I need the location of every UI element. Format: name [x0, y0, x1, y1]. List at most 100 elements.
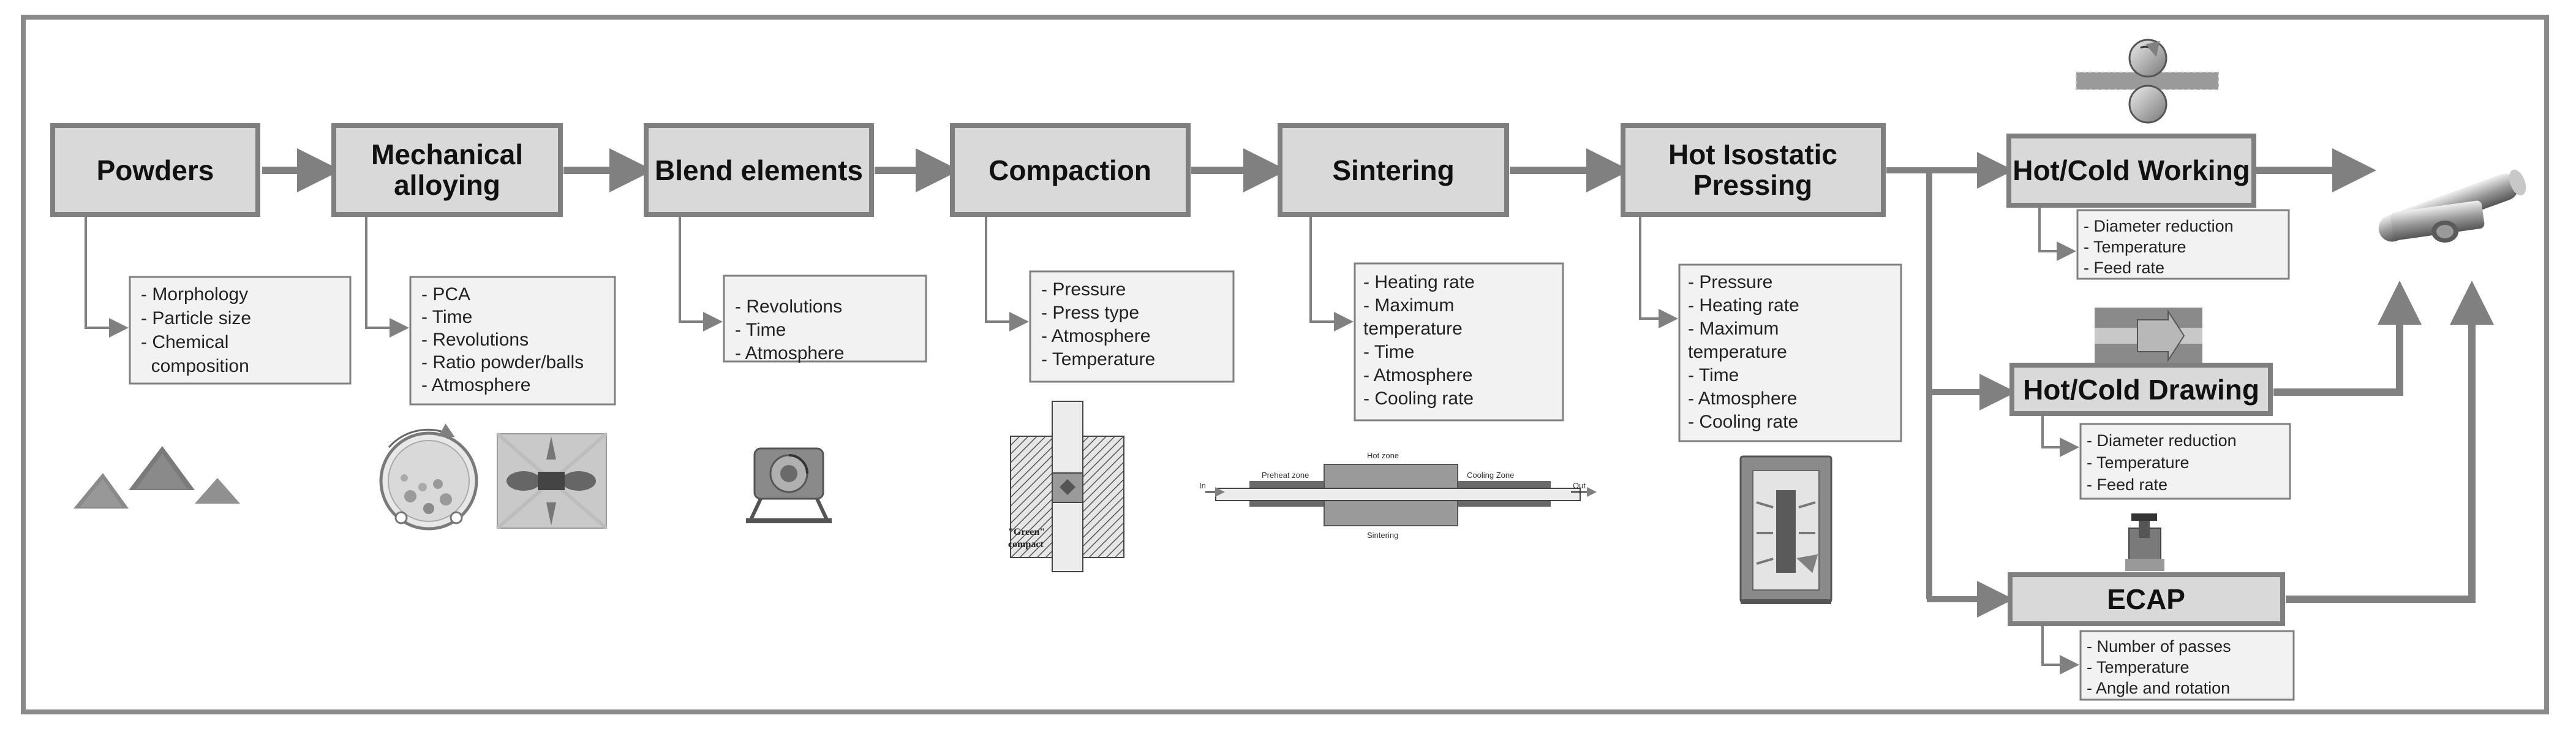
notes-mechanical-alloying-item: - Ratio powder/balls [421, 352, 584, 373]
notes-powders: - Morphology - Particle size - Chemical … [129, 276, 352, 385]
notes-blend-elements-item: - Revolutions [735, 297, 842, 317]
connector-sintering [1309, 214, 1354, 331]
green-compact-caption-2: compact [1008, 539, 1044, 550]
stage-mechanical-alloying-label-1: Mechanical [371, 138, 523, 170]
notes-powders-box [129, 276, 352, 385]
notes-hip-item: - Pressure [1688, 272, 1772, 292]
process-hot-cold-working-label: Hot/Cold Working [2013, 154, 2250, 186]
notes-hot-cold-drawing-box [2079, 423, 2291, 500]
furnace-in-label: In [1199, 481, 1206, 490]
process-ecap: ECAP [2008, 572, 2285, 626]
drawing-die-illustration [2095, 308, 2202, 363]
notes-blend-elements-item: - Atmosphere [735, 343, 844, 363]
notes-sintering-item: - Maximum [1363, 295, 1454, 316]
green-compact-caption-1: "Green" [1008, 527, 1045, 537]
notes-powders-item: - Morphology [141, 284, 248, 305]
note-connectors [85, 205, 2079, 675]
connector-powders [85, 214, 129, 338]
sintering-furnace-illustration: In Out Preheat zone Hot zone Cooling Zon… [1199, 451, 1597, 540]
notes-hot-cold-working-item: - Feed rate [2084, 259, 2164, 277]
notes-hip-item: temperature [1688, 342, 1787, 362]
stage-blend-elements-label: Blend elements [655, 154, 863, 186]
furnace-sintering-label: Sintering [1367, 531, 1398, 540]
notes-hip-item: - Cooling rate [1688, 412, 1798, 432]
notes-mechanical-alloying-box [409, 276, 616, 406]
ecap-die-illustration [2125, 513, 2164, 571]
furnace-hot-label: Hot zone [1367, 451, 1399, 460]
process-hot-cold-drawing: Hot/Cold Drawing [2009, 363, 2273, 416]
notes-hip: - Pressure - Heating rate - Maximum temp… [1678, 263, 1902, 442]
furnace-cooling-label: Cooling Zone [1467, 471, 1514, 480]
main-flow-arrows [262, 148, 2494, 618]
notes-sintering-box [1354, 262, 1564, 422]
notes-hot-cold-drawing-item: - Feed rate [2087, 475, 2167, 494]
connector-blend [679, 214, 723, 331]
notes-sintering-item: - Heating rate [1363, 272, 1475, 292]
notes-mechanical-alloying-item: - Time [421, 307, 472, 327]
process-hot-cold-working: Hot/Cold Working [2006, 134, 2256, 208]
stage-compaction: Compaction [950, 123, 1191, 217]
connector-ecap [2041, 624, 2079, 675]
powder-piles-illustration [73, 446, 240, 509]
notes-ecap: - Number of passes - Temperature - Angle… [2079, 630, 2295, 701]
stage-compaction-box [950, 123, 1191, 217]
notes-sintering-item: - Cooling rate [1363, 388, 1474, 409]
stage-blend-elements-box [644, 123, 874, 217]
notes-sintering-item: temperature [1363, 319, 1463, 339]
notes-hot-cold-drawing-item: - Temperature [2087, 453, 2190, 472]
process-ecap-box [2008, 572, 2285, 626]
notes-powders-item: - Chemical [141, 332, 228, 352]
process-hot-cold-working-box [2006, 134, 2256, 208]
notes-hot-cold-working-item: - Temperature [2084, 238, 2186, 256]
notes-sintering-item: - Atmosphere [1363, 365, 1472, 385]
stage-mechanical-alloying-label-2: alloying [394, 169, 500, 201]
notes-ecap-box [2079, 630, 2295, 701]
stage-mechanical-alloying-box [331, 123, 563, 217]
notes-hip-item: - Maximum [1688, 319, 1779, 339]
stage-compaction-label: Compaction [989, 154, 1151, 186]
furnace-out-label: Out [1573, 481, 1586, 490]
post-process-boxes: Hot/Cold Working Hot/Cold Drawing ECAP [2006, 134, 2285, 626]
connector-compaction [985, 214, 1029, 331]
notes-mechanical-alloying: - PCA - Time - Revolutions - Ratio powde… [409, 276, 616, 406]
notes-mechanical-alloying-item: - PCA [421, 284, 470, 305]
furnace-preheat-label: Preheat zone [1262, 471, 1309, 480]
stage-sintering-label: Sintering [1332, 154, 1454, 186]
process-hot-cold-drawing-box [2009, 363, 2273, 416]
stage-powders-box [50, 123, 260, 217]
note-boxes: - Morphology - Particle size - Chemical … [129, 209, 2295, 701]
notes-mechanical-alloying-item: - Atmosphere [421, 375, 530, 395]
arrow-ecap-to-product [2286, 281, 2494, 603]
notes-hip-item: - Time [1688, 365, 1739, 385]
notes-hot-cold-drawing-item: - Diameter reduction [2087, 431, 2237, 450]
notes-hip-item: - Atmosphere [1688, 388, 1797, 409]
process-ecap-label: ECAP [2107, 583, 2185, 615]
ball-collision-illustration [496, 432, 608, 530]
stage-hip-label-1: Hot Isostatic [1668, 138, 1837, 170]
stage-blend-elements: Blend elements [644, 123, 874, 217]
notes-ecap-item: - Angle and rotation [2087, 679, 2230, 697]
notes-hip-box [1678, 263, 1902, 442]
notes-compaction-item: - Pressure [1041, 279, 1126, 300]
notes-powders-item: - Particle size [141, 308, 251, 328]
notes-compaction: - Pressure - Press type - Atmosphere - T… [1029, 270, 1235, 383]
connector-hip [1639, 214, 1678, 328]
notes-compaction-item: - Temperature [1041, 349, 1155, 369]
notes-compaction-box [1029, 270, 1235, 383]
stage-hip: Hot Isostatic Pressing [1621, 123, 1886, 217]
process-hot-cold-drawing-label: Hot/Cold Drawing [2023, 374, 2259, 406]
stage-hip-box [1621, 123, 1886, 217]
stage-mechanical-alloying: Mechanical alloying [331, 123, 563, 217]
notes-mechanical-alloying-item: - Revolutions [421, 330, 529, 350]
notes-hot-cold-working-item: - Diameter reduction [2084, 217, 2234, 235]
notes-blend-elements: - Revolutions - Time - Atmosphere [723, 274, 927, 363]
notes-blend-elements-item: - Time [735, 320, 786, 340]
notes-powders-item: composition [141, 356, 249, 376]
final-product-rods-illustration [2378, 169, 2526, 243]
stage-sintering-box [1278, 123, 1509, 217]
ball-mill-illustration [379, 423, 478, 531]
notes-sintering: - Heating rate - Maximum temperature - T… [1354, 262, 1564, 422]
rolling-mill-illustration [2076, 39, 2219, 124]
arrow-drawing-to-product [2273, 281, 2422, 396]
